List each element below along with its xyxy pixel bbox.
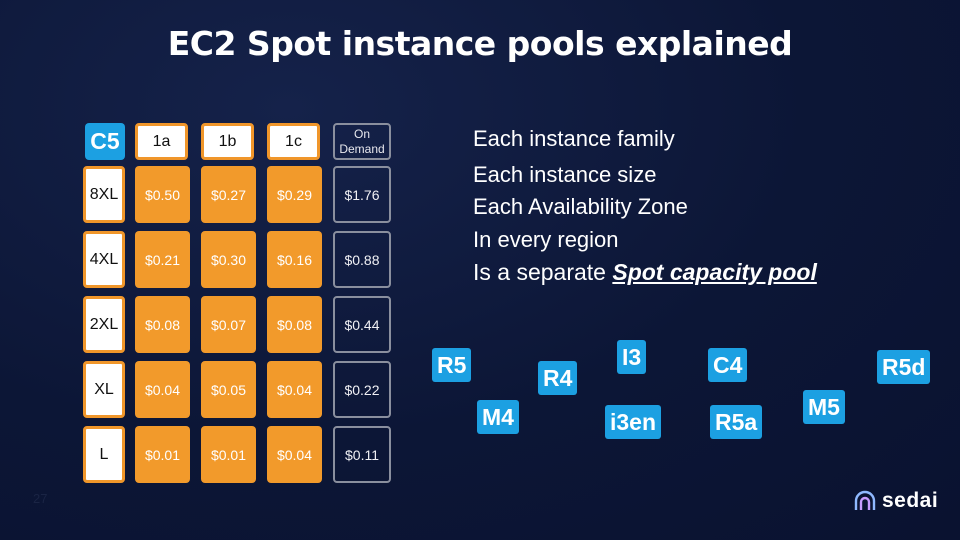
sedai-logo-icon <box>854 490 876 510</box>
family-chip-m4: M4 <box>477 400 519 434</box>
spot-price-cell: $0.27 <box>201 166 256 223</box>
bullet-instance-family: Each instance family <box>473 126 675 151</box>
on-demand-price-cell: $1.76 <box>333 166 391 223</box>
spot-price-cell: $0.29 <box>267 166 322 223</box>
family-chip-c4: C4 <box>708 348 748 382</box>
family-chip-r5a: R5a <box>710 405 763 439</box>
size-label-xl: XL <box>83 361 125 418</box>
family-chip-r5d: R5d <box>877 350 931 384</box>
spot-price-cell: $0.04 <box>267 361 322 418</box>
size-label-2xl: 2XL <box>83 296 125 353</box>
spot-price-cell: $0.08 <box>267 296 322 353</box>
spot-price-cell: $0.07 <box>201 296 256 353</box>
on-demand-price-cell: $0.44 <box>333 296 391 353</box>
spot-price-cell: $0.04 <box>267 426 322 483</box>
spot-price-cell: $0.30 <box>201 231 256 288</box>
sedai-logo: sedai <box>853 489 938 513</box>
family-label: C5 <box>85 123 125 160</box>
family-chip-m5: M5 <box>803 390 845 424</box>
spot-price-cell: $0.16 <box>267 231 322 288</box>
family-chip-r5: R5 <box>432 348 472 382</box>
zone-header-1c: 1c <box>267 123 320 160</box>
on-demand-header-line2: Demand <box>339 141 385 156</box>
zone-header-1a: 1a <box>135 123 188 160</box>
on-demand-price-cell: $0.22 <box>333 361 391 418</box>
bullet-every-region: In every region <box>473 227 619 252</box>
bullet-instance-size: Each instance size <box>473 162 657 187</box>
on-demand-price-cell: $0.88 <box>333 231 391 288</box>
spot-price-cell: $0.50 <box>135 166 190 223</box>
zone-header-1b: 1b <box>201 123 254 160</box>
family-chip-i3en: i3en <box>605 405 662 439</box>
spot-price-cell: $0.21 <box>135 231 190 288</box>
size-label-4xl: 4XL <box>83 231 125 288</box>
sedai-logo-text: sedai <box>882 489 939 512</box>
family-chip-i3: I3 <box>617 340 647 374</box>
family-chip-r4: R4 <box>538 361 578 395</box>
spot-price-cell: $0.05 <box>201 361 256 418</box>
spot-price-cell: $0.08 <box>135 296 190 353</box>
page-number: 27 <box>33 491 48 506</box>
bullet-spot-pool: Is a separate Spot capacity pool <box>473 259 817 286</box>
spot-price-cell: $0.01 <box>201 426 256 483</box>
on-demand-price-cell: $0.11 <box>333 426 391 483</box>
on-demand-header-line1: On <box>353 126 370 141</box>
spot-capacity-pool-emphasis: Spot capacity pool <box>612 259 817 285</box>
spot-price-cell: $0.01 <box>135 426 190 483</box>
size-label-8xl: 8XL <box>83 166 125 223</box>
bullet-spot-pool-prefix: Is a separate <box>473 259 613 285</box>
size-label-l: L <box>83 426 125 483</box>
bullet-availability-zone: Each Availability Zone <box>473 194 688 219</box>
spot-price-cell: $0.04 <box>135 361 190 418</box>
on-demand-header: On Demand <box>333 123 391 160</box>
slide-title: EC2 Spot instance pools explained <box>167 24 793 63</box>
